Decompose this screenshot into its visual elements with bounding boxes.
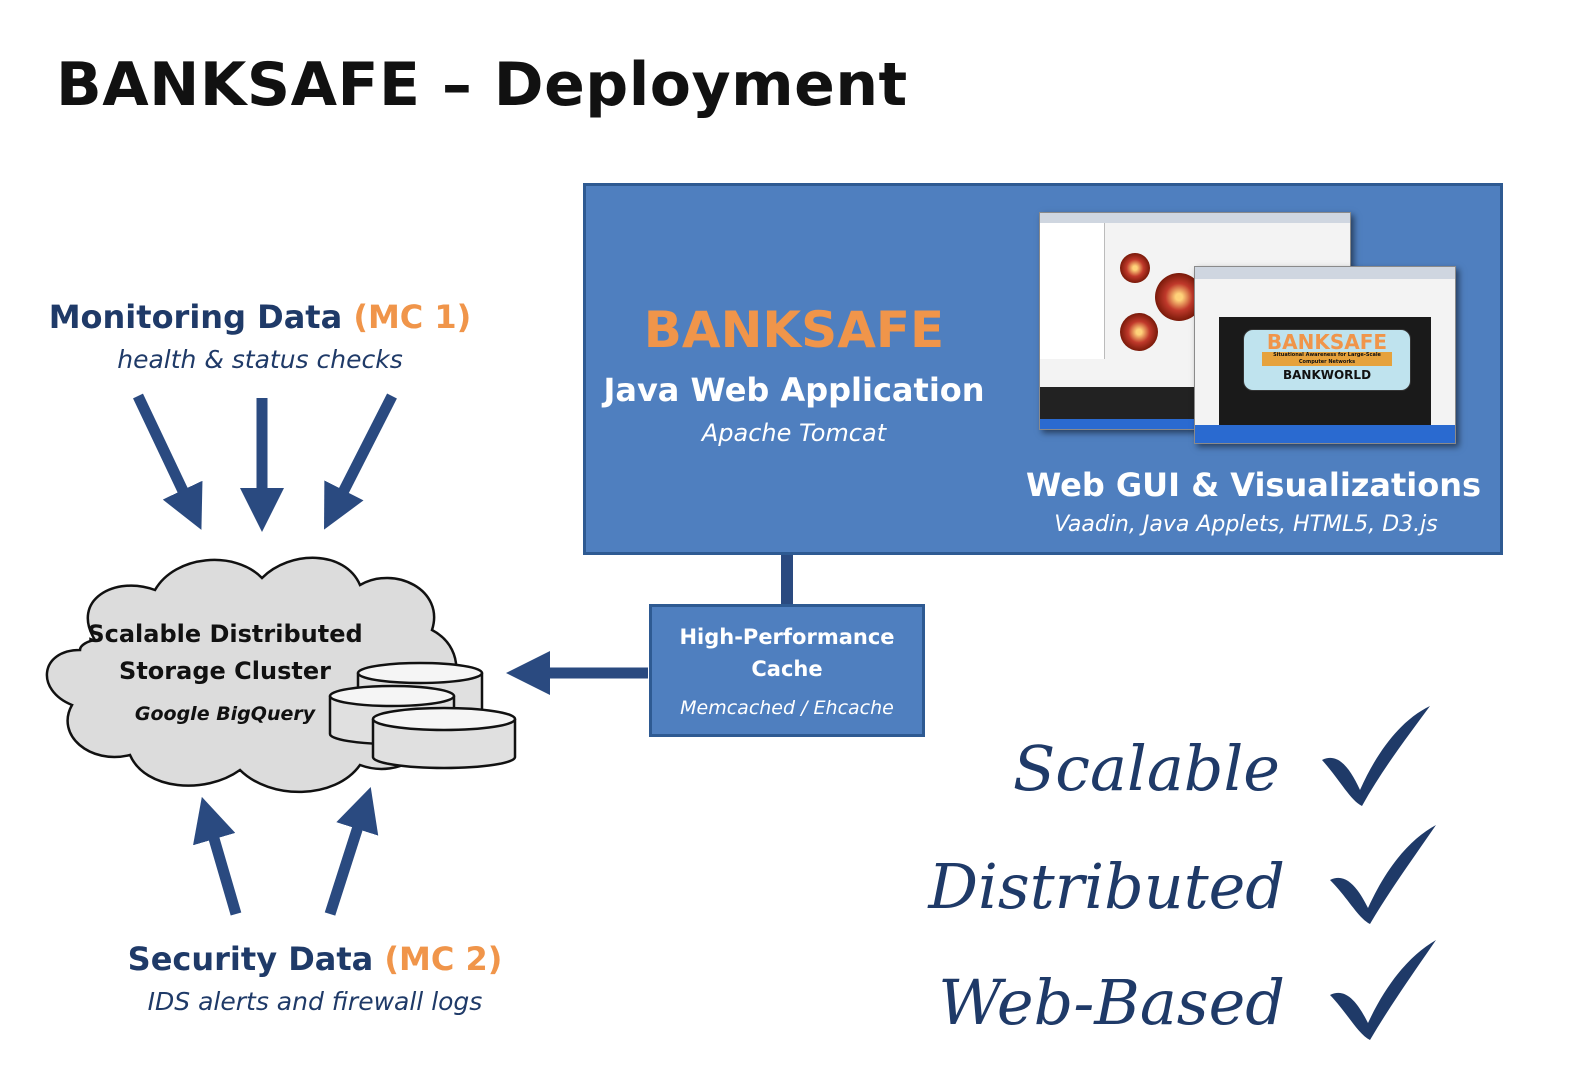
monitoring-data-tag: (MC 1) xyxy=(353,298,472,336)
feature-scalable: Scalable xyxy=(1012,732,1280,805)
app-server: Apache Tomcat xyxy=(701,419,887,447)
security-data-title: Security Data xyxy=(127,940,374,978)
gui-tech: Vaadin, Java Applets, HTML5, D3.js xyxy=(1054,512,1438,537)
monitoring-arrow-left xyxy=(133,393,203,530)
page-title: BANKSAFE – Deployment xyxy=(56,50,908,120)
security-arrow-left xyxy=(193,796,242,916)
screenshot-brand: BANKWORLD xyxy=(1282,368,1372,382)
cache-tech: Memcached / Ehcache xyxy=(680,697,894,719)
database-cylinders-icon xyxy=(328,661,517,770)
security-data-tag: (MC 2) xyxy=(384,940,503,978)
security-data-label: Security Data (MC 2) xyxy=(90,940,540,978)
storage-cluster-line2: Storage Cluster xyxy=(119,657,331,685)
storage-cluster-line1: Scalable Distributed xyxy=(87,620,363,648)
security-data-subtitle: IDS alerts and firewall logs xyxy=(147,987,483,1016)
screenshot-logo: BANKSAFE xyxy=(1266,330,1388,354)
checkmark-icon-distributed xyxy=(1330,825,1436,924)
banksafe-app-box: BANKSAFE Java Web Application Apache Tom… xyxy=(583,183,1503,555)
monitoring-data-subtitle: health & status checks xyxy=(117,345,403,374)
monitoring-arrow-right xyxy=(324,393,397,530)
security-arrow-right xyxy=(324,787,379,916)
monitoring-data-title: Monitoring Data xyxy=(48,298,343,336)
cache-line2: Cache xyxy=(751,657,823,681)
gui-screenshot-front: BANKSAFE Situational Awareness for Large… xyxy=(1194,266,1456,444)
app-name: BANKSAFE xyxy=(643,301,945,359)
cache-box: High-Performance Cache Memcached / Ehcac… xyxy=(649,604,925,737)
app-type: Java Web Application xyxy=(603,371,985,409)
cache-line1: High-Performance xyxy=(679,625,895,649)
storage-cluster-tech: Google BigQuery xyxy=(134,703,316,725)
screenshot-caption: Situational Awareness for Large-Scale Co… xyxy=(1262,352,1392,366)
gui-title: Web GUI & Visualizations xyxy=(1026,466,1482,504)
feature-web-based: Web-Based xyxy=(938,966,1285,1039)
checkmark-icon-scalable xyxy=(1322,706,1430,806)
monitoring-data-label: Monitoring Data (MC 1) xyxy=(40,298,480,336)
feature-distributed: Distributed xyxy=(928,850,1285,923)
checkmark-icon-web-based xyxy=(1330,940,1436,1040)
